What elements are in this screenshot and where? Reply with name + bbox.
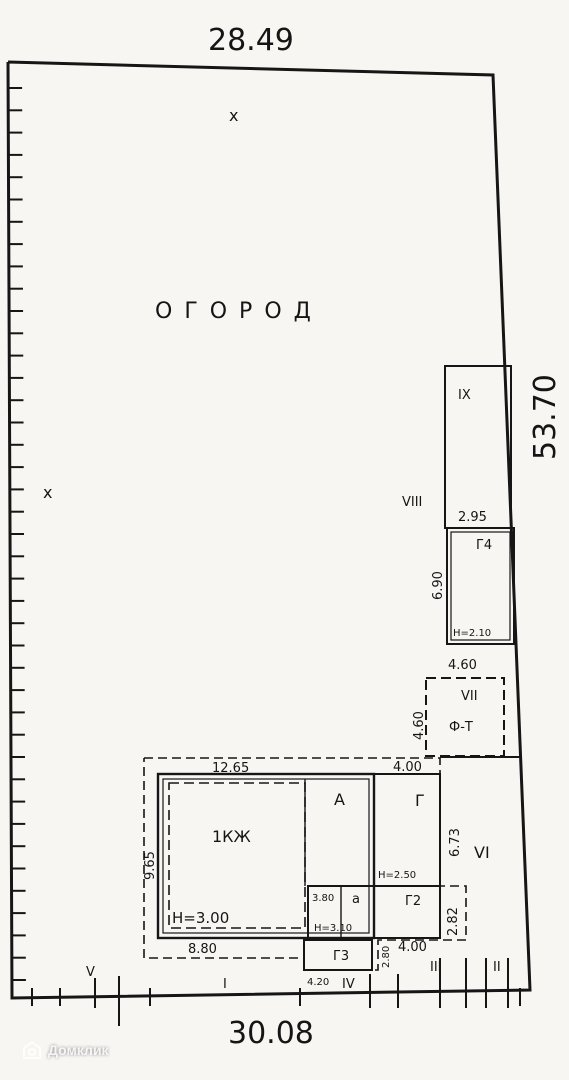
annex-a-label: А <box>334 790 345 809</box>
g4-side-dim: 6.90 <box>431 571 446 600</box>
annex-a-small-width: 3.80 <box>312 893 334 904</box>
roman-iv: IV <box>342 977 355 992</box>
vii-top-dim: 4.60 <box>448 658 477 673</box>
cross-mark-2: x <box>43 483 52 502</box>
building-g3 <box>303 939 373 971</box>
roman-iii: III <box>430 960 442 975</box>
roman-vii: VII <box>461 689 478 704</box>
annex-g-side-dim: 6.73 <box>448 828 463 857</box>
boundary-ticks-left <box>8 87 26 981</box>
g4-outer <box>446 527 515 645</box>
boundary-ticks-bottom <box>31 988 521 1006</box>
g3-width: 4.20 <box>307 977 329 988</box>
roman-ii: II <box>493 960 501 975</box>
g4-label: Г4 <box>476 538 492 553</box>
g4-inner <box>450 531 511 641</box>
bottom-width-label: 30.08 <box>228 1016 314 1051</box>
domclick-logo-icon <box>23 1040 41 1059</box>
watermark: Домклик <box>22 1040 109 1060</box>
roman-vi: VI <box>474 843 490 862</box>
g2-bottom-dim: 4.00 <box>398 940 427 955</box>
g2-label: Г2 <box>405 894 421 909</box>
house-width-top: 12.65 <box>212 761 249 776</box>
vii-side-dim: 4.60 <box>412 711 427 740</box>
g3-label: Г3 <box>333 949 349 964</box>
watermark-text: Домклик <box>48 1042 109 1058</box>
roman-viii: VIII <box>402 495 422 510</box>
roman-v: V <box>86 965 95 980</box>
g3-side-dim: 2.80 <box>381 946 392 968</box>
plot-boundary <box>6 60 532 1000</box>
vii-label: Ф-Т <box>449 720 473 735</box>
annex-g-top-dim: 4.00 <box>393 760 422 775</box>
roman-i: I <box>223 977 227 992</box>
annex-a-small-label: а <box>352 892 360 907</box>
right-length-label: 53.70 <box>528 374 563 460</box>
block-ix-outline <box>444 365 512 529</box>
annex-g-label: Г <box>415 791 425 810</box>
roman-ix: IX <box>458 388 471 403</box>
g2-side-dim: 2.82 <box>446 907 461 936</box>
g4-height: H=2.10 <box>453 628 491 639</box>
house-dashed-core <box>168 782 306 929</box>
house-width-bottom: 8.80 <box>188 942 217 957</box>
house-label: 1КЖ <box>212 827 251 846</box>
house-depth: 9.65 <box>143 851 158 880</box>
cross-mark-1: x <box>229 106 238 125</box>
annex-g-height: H=2.50 <box>378 870 416 881</box>
building-g4 <box>446 527 515 645</box>
garden-label: ОГОРОД <box>155 299 323 324</box>
g4-top-dim: 2.95 <box>458 510 487 525</box>
house-inner <box>162 778 370 934</box>
building-g2 <box>373 885 441 939</box>
fence-posts <box>94 958 509 1026</box>
boundary-line <box>6 60 532 1000</box>
top-width-label: 28.49 <box>208 23 294 58</box>
house-height: H=3.00 <box>172 909 229 927</box>
annex-a-small-height: H=3.10 <box>314 923 352 934</box>
